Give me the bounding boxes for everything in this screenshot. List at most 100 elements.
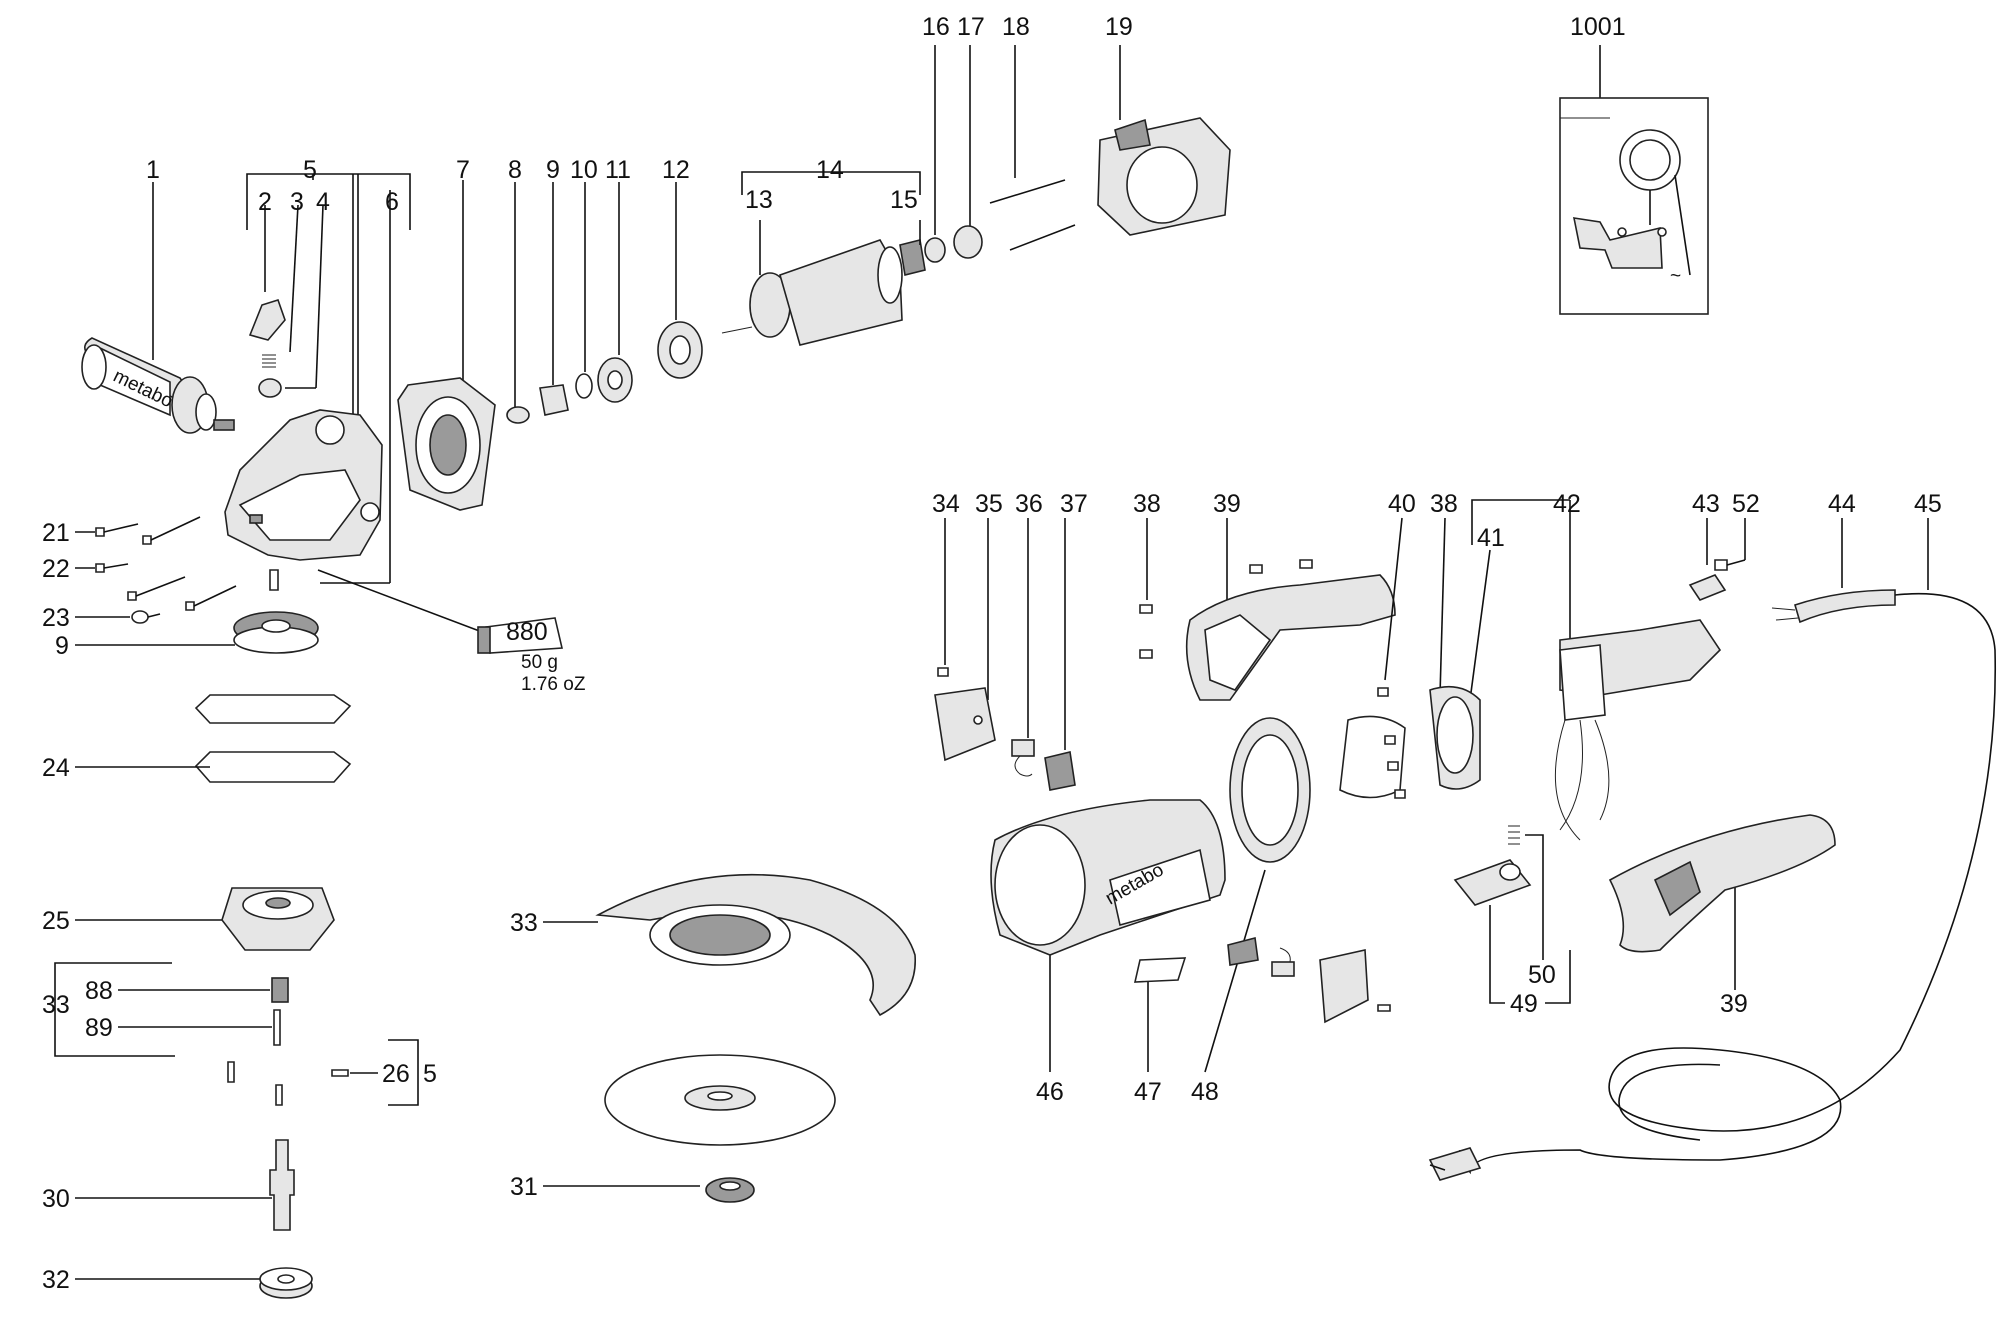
label-18: 18 (1002, 13, 1030, 41)
part-41-motor-frame (1429, 549, 1491, 790)
part-32-nut (75, 1267, 313, 1299)
label-5-lower: 5 (423, 1060, 437, 1088)
label-16: 16 (922, 13, 950, 41)
label-13: 13 (745, 186, 773, 214)
label-88: 88 (85, 977, 113, 1005)
label-26: 26 (382, 1060, 410, 1088)
part-23-screw (75, 610, 161, 624)
label-34: 34 (932, 490, 960, 518)
label-39-lower: 39 (1720, 990, 1748, 1018)
part-5-gear-housing (224, 409, 383, 561)
label-31: 31 (510, 1173, 538, 1201)
label-49: 49 (1510, 990, 1538, 1018)
grease-weight-metric: 50 g (521, 652, 558, 673)
part-45-power-cable (1428, 518, 1997, 1181)
part-37-brush-holder (1044, 518, 1076, 791)
label-89: 89 (85, 1014, 113, 1042)
label-23: 23 (42, 604, 70, 632)
part-44-cable-sleeve (1771, 518, 1896, 624)
part-89-pin (118, 1009, 281, 1046)
label-15: 15 (890, 186, 918, 214)
part-26-screws (227, 1039, 419, 1106)
label-30: 30 (42, 1185, 70, 1213)
part-35-brush-cover (934, 518, 996, 762)
part-16-bearing (924, 45, 946, 263)
part-18-long-screws (989, 45, 1076, 251)
part-50-spring (1508, 825, 1544, 960)
label-46: 46 (1036, 1078, 1064, 1106)
label-17: 17 (957, 13, 985, 41)
label-14: 14 (816, 156, 844, 184)
bracket-5 (246, 173, 411, 420)
part-34-screw (937, 518, 949, 677)
label-24: 24 (42, 754, 70, 782)
label-33-left: 33 (42, 991, 70, 1019)
part-49-lock-slider (1453, 859, 1571, 1004)
label-37: 37 (1060, 490, 1088, 518)
part-40-baffle-plate (1339, 517, 1406, 799)
part-46-motor-housing (990, 799, 1226, 1072)
part-48-fan-ring (1204, 717, 1311, 1073)
label-36: 36 (1015, 490, 1043, 518)
part-30-spindle (75, 1139, 295, 1231)
label-1: 1 (146, 156, 160, 184)
label-35: 35 (975, 490, 1003, 518)
label-11: 11 (605, 156, 631, 184)
label-47: 47 (1134, 1078, 1162, 1106)
label-9-top: 9 (546, 156, 560, 184)
label-42: 42 (1553, 490, 1581, 518)
part-1-side-handle (81, 182, 235, 434)
part-17-bearing (953, 45, 983, 259)
part-24-gaskets (75, 694, 352, 783)
part-33-wheel-guard (543, 873, 916, 1017)
part-31-clamp-nut (543, 1177, 755, 1203)
label-12: 12 (662, 156, 690, 184)
part-12-bearing-plate (657, 182, 703, 379)
label-52: 52 (1732, 490, 1760, 518)
part-21-screws (75, 516, 201, 545)
part-19-stator (1097, 45, 1231, 236)
label-41: 41 (1477, 524, 1505, 552)
grease-tube-code: 880 (506, 618, 548, 646)
label-21: 21 (42, 519, 70, 547)
grease-weight-imperial: 1.76 oZ (521, 674, 586, 695)
label-19: 19 (1105, 13, 1133, 41)
part-cutting-disc (604, 1054, 836, 1146)
part-6-pin (269, 190, 491, 636)
label-5: 5 (303, 156, 317, 184)
part-25-bearing-flange (75, 887, 335, 951)
label-39-upper: 39 (1213, 490, 1241, 518)
part-9-bevel-gear (75, 611, 319, 654)
callout-labels: 1 5 2 3 4 6 7 8 9 10 11 12 14 13 15 16 1… (42, 13, 1942, 1294)
part-42-switch-assembly (1471, 499, 1722, 841)
part-22-screws (75, 563, 237, 611)
bracket-14 (741, 171, 921, 195)
part-8-nut (506, 182, 530, 424)
label-40: 40 (1388, 490, 1416, 518)
label-8: 8 (508, 156, 522, 184)
label-6: 6 (385, 188, 399, 216)
label-4: 4 (316, 188, 330, 216)
part-10-washer (575, 182, 593, 399)
part-43-strain-relief (1688, 518, 1727, 601)
label-43: 43 (1692, 490, 1720, 518)
label-32: 32 (42, 1266, 70, 1294)
label-33-center: 33 (510, 909, 538, 937)
label-1001: 1001 (1570, 13, 1626, 41)
label-44: 44 (1828, 490, 1856, 518)
label-38-mid: 38 (1430, 490, 1458, 518)
part-39-handle-shell (1185, 518, 1396, 701)
part-brush-holder-lower (1227, 936, 1391, 1024)
part-88-sleeve (118, 977, 289, 1003)
grease-tube-880: 880 50 g 1.76 oZ (477, 617, 586, 695)
part-9-pinion (539, 182, 569, 416)
part-11-bearing (597, 182, 633, 403)
part-7-flange (397, 180, 496, 511)
part-38-screws-upper (1139, 518, 1313, 659)
label-25: 25 (42, 907, 70, 935)
part-47-label (1133, 957, 1187, 1072)
label-48: 48 (1191, 1078, 1219, 1106)
label-3: 3 (290, 188, 304, 216)
part-52-screw (1714, 518, 1746, 571)
